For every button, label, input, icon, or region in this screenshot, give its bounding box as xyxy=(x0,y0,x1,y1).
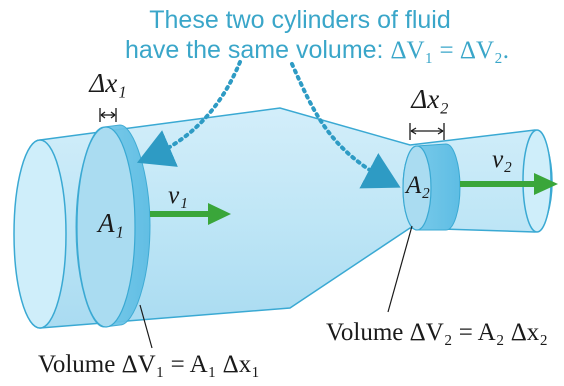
velocity-arrow-1 xyxy=(150,203,231,225)
velocity-arrow-2 xyxy=(460,173,558,195)
dx1-dimension-marker xyxy=(99,108,117,122)
annotation-line-2-prefix: have the same volume: xyxy=(125,36,390,64)
A1-label: A₁ xyxy=(96,208,124,238)
annotation-line-2: have the same volume: ΔV₁ = ΔV₂. xyxy=(125,36,509,64)
annotation-line-1: These two cylinders of fluid xyxy=(149,6,451,34)
cross-section-A1 xyxy=(76,126,136,328)
volume-2-label: Volume ΔV₂ = A₂ Δx₂ xyxy=(326,319,548,346)
v2-label: v₂ xyxy=(492,146,512,173)
dx1-label: Δx₁ xyxy=(88,68,126,98)
dotted-arrow-to-cylinder-2 xyxy=(290,62,401,189)
volume-2-leader-line xyxy=(387,225,413,313)
dx2-label: Δx₂ xyxy=(410,84,448,114)
v1-label: v₁ xyxy=(168,182,188,209)
volume-1-leader-line xyxy=(139,304,153,349)
dx2-dimension-marker xyxy=(409,123,445,140)
pipe-inlet-opening xyxy=(13,139,67,329)
A2-label: A₂ xyxy=(404,172,430,199)
dotted-arrow-to-cylinder-1 xyxy=(136,60,242,167)
cross-section-A2 xyxy=(402,145,432,231)
annotation-line-2-equation: ΔV₁ = ΔV₂. xyxy=(390,37,509,64)
volume-1-label: Volume ΔV₁ = A₁ Δx₁ xyxy=(38,351,260,378)
